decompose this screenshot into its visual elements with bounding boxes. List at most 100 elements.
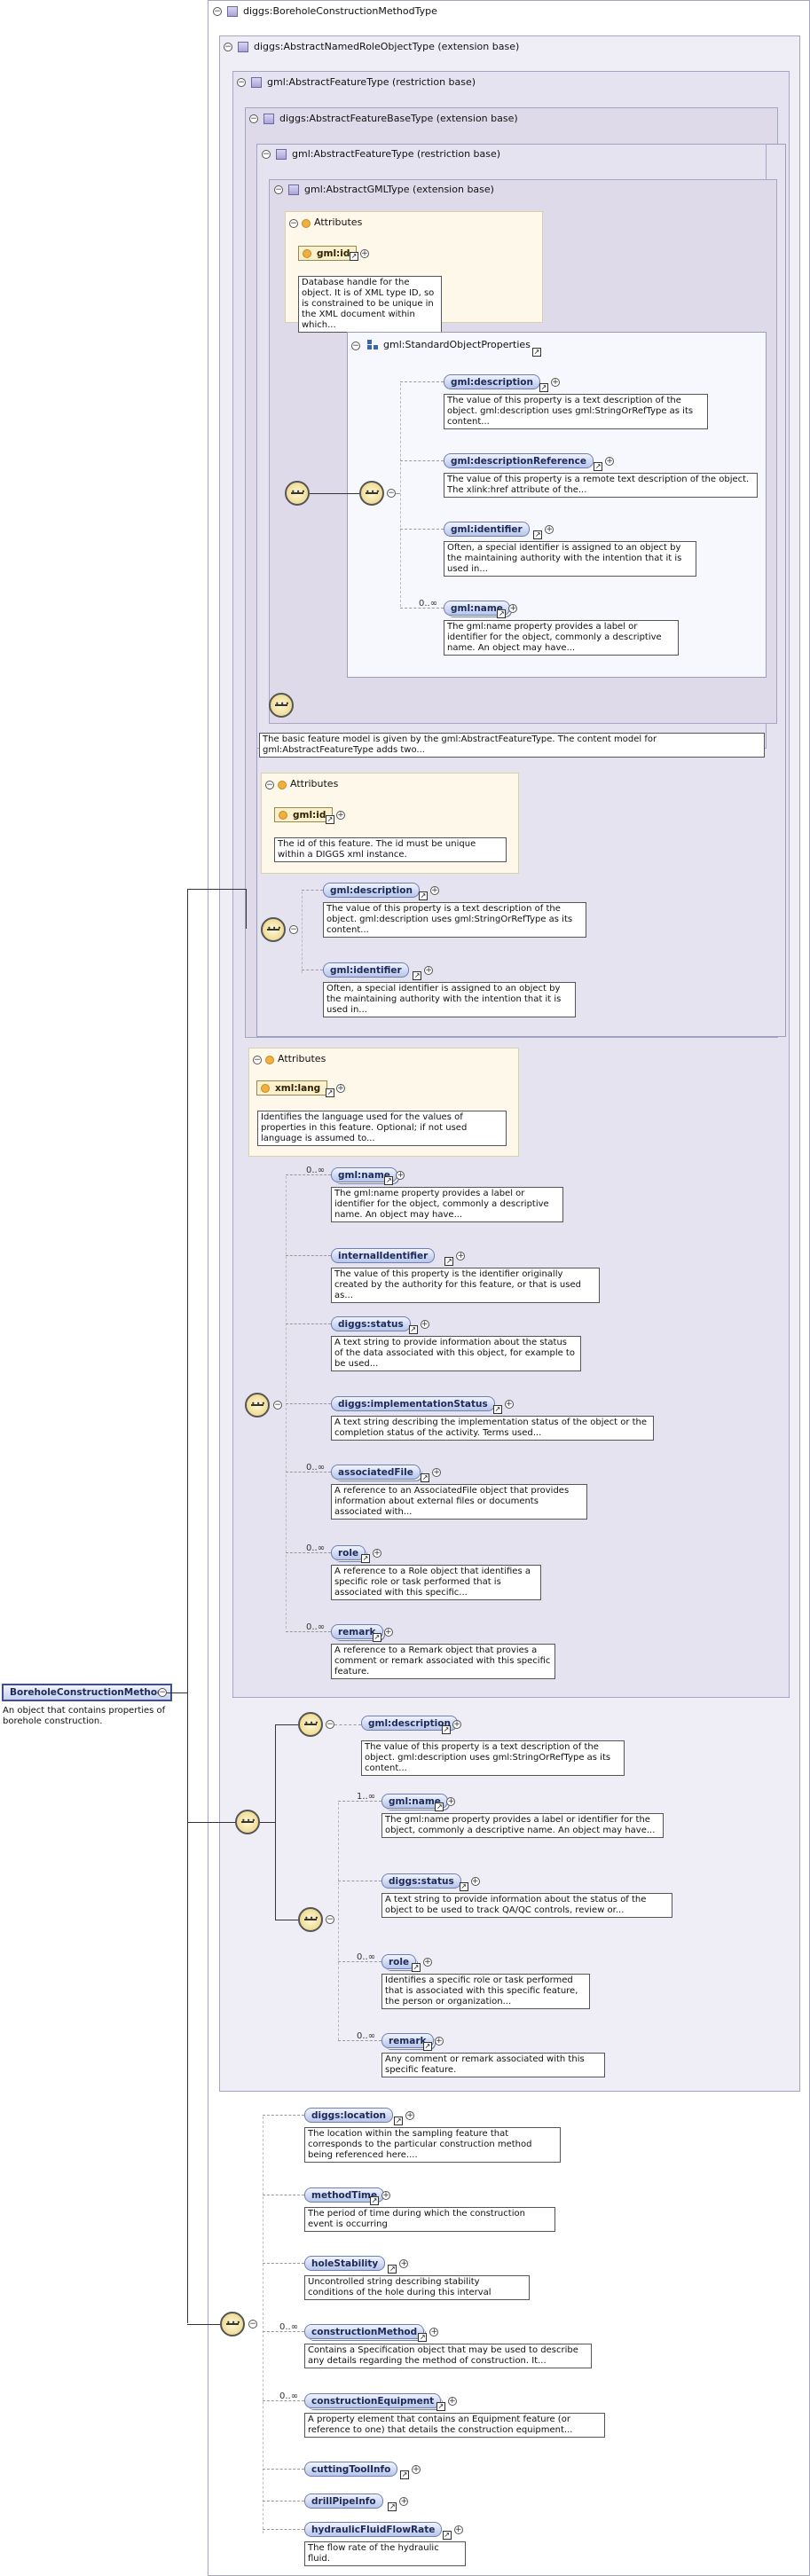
schema-element[interactable]: gml:identifier bbox=[323, 962, 409, 978]
link-icon[interactable]: ↗ bbox=[361, 1554, 370, 1563]
link-icon[interactable]: ↗ bbox=[326, 815, 334, 824]
schema-element[interactable]: associatedFile bbox=[331, 1465, 421, 1480]
schema-element[interactable]: constructionMethod bbox=[304, 2324, 425, 2339]
link-icon[interactable]: ↗ bbox=[388, 2502, 397, 2511]
expand-toggle[interactable]: + bbox=[446, 1797, 456, 1806]
expand-toggle[interactable]: + bbox=[605, 457, 615, 466]
expand-toggle[interactable]: + bbox=[412, 2465, 421, 2474]
schema-element[interactable]: remark bbox=[331, 1624, 383, 1639]
expand-toggle[interactable]: + bbox=[336, 811, 345, 820]
link-icon[interactable]: ↗ bbox=[533, 530, 543, 539]
sequence-toggle[interactable]: − bbox=[289, 925, 298, 934]
schema-element[interactable]: diggs:status bbox=[381, 1873, 461, 1889]
expand-toggle[interactable]: + bbox=[399, 2259, 409, 2268]
schema-element[interactable]: gml:description bbox=[444, 374, 540, 389]
named-role-toggle[interactable]: − bbox=[224, 43, 232, 51]
expand-toggle[interactable]: + bbox=[336, 1084, 345, 1093]
gml-type-toggle[interactable]: − bbox=[274, 185, 283, 194]
expand-toggle[interactable]: + bbox=[453, 2525, 463, 2534]
schema-element[interactable]: drillPipeInfo bbox=[304, 2494, 383, 2509]
expand-toggle[interactable]: + bbox=[434, 2037, 444, 2046]
schema-element[interactable]: role bbox=[331, 1545, 366, 1560]
schema-element[interactable]: constructionEquipment bbox=[304, 2393, 442, 2408]
link-icon[interactable]: ↗ bbox=[492, 1405, 502, 1414]
link-icon[interactable]: ↗ bbox=[413, 971, 422, 980]
schema-element[interactable]: gml:name bbox=[331, 1167, 397, 1182]
expand-toggle[interactable]: + bbox=[424, 966, 434, 975]
sequence-toggle[interactable]: − bbox=[387, 489, 396, 498]
link-icon[interactable]: ↗ bbox=[594, 462, 603, 471]
expand-toggle[interactable]: + bbox=[429, 2328, 439, 2336]
link-icon[interactable]: ↗ bbox=[384, 1176, 394, 1185]
expand-toggle[interactable]: + bbox=[447, 2397, 457, 2406]
expand-toggle[interactable]: + bbox=[504, 1400, 514, 1409]
schema-element[interactable]: role bbox=[381, 1954, 417, 1969]
feature-base-toggle[interactable]: − bbox=[249, 114, 258, 123]
attributes-toggle[interactable]: − bbox=[265, 781, 274, 789]
schema-element[interactable]: diggs:implementationStatus bbox=[331, 1396, 495, 1411]
expand-toggle[interactable]: + bbox=[508, 604, 518, 613]
link-icon[interactable]: ↗ bbox=[419, 891, 428, 900]
schema-element[interactable]: gml:identifier bbox=[444, 522, 530, 537]
expand-toggle[interactable]: + bbox=[545, 525, 554, 534]
root-element[interactable]: BoreholeConstructionMethod bbox=[2, 1684, 172, 1701]
link-icon[interactable]: ↗ bbox=[421, 1473, 430, 1482]
expand-toggle[interactable]: + bbox=[470, 1877, 480, 1886]
schema-element[interactable]: gml:name bbox=[444, 601, 510, 616]
expand-toggle[interactable]: + bbox=[383, 1628, 393, 1637]
link-icon[interactable]: ↗ bbox=[350, 252, 358, 261]
expand-toggle[interactable]: + bbox=[399, 2497, 409, 2506]
expand-toggle[interactable]: + bbox=[396, 1171, 405, 1180]
link-icon[interactable]: ↗ bbox=[435, 1802, 444, 1811]
link-icon[interactable]: ↗ bbox=[442, 1725, 451, 1734]
schema-element[interactable]: holeStability bbox=[304, 2256, 386, 2271]
gml-id-attribute[interactable]: gml:id bbox=[274, 807, 334, 822]
link-icon[interactable]: ↗ bbox=[532, 348, 541, 357]
expand-toggle[interactable]: + bbox=[423, 1958, 432, 1967]
link-icon[interactable]: ↗ bbox=[388, 2265, 397, 2274]
sequence-toggle[interactable]: − bbox=[326, 1720, 334, 1729]
schema-element[interactable]: diggs:location bbox=[304, 2108, 394, 2123]
link-icon[interactable]: ↗ bbox=[412, 1963, 421, 1972]
expand-toggle[interactable]: + bbox=[452, 1720, 461, 1729]
expand-toggle[interactable]: + bbox=[405, 2111, 415, 2120]
link-icon[interactable]: ↗ bbox=[372, 1633, 381, 1642]
sequence-toggle[interactable]: − bbox=[248, 2320, 257, 2329]
schema-element[interactable]: methodTime bbox=[304, 2187, 385, 2203]
schema-element[interactable]: internalIdentifier bbox=[331, 1248, 436, 1263]
schema-element[interactable]: gml:name bbox=[381, 1794, 448, 1809]
type-collapse-toggle[interactable]: − bbox=[213, 7, 222, 16]
xml-lang-attribute[interactable]: xml:lang bbox=[256, 1080, 328, 1096]
attributes-toggle[interactable]: − bbox=[289, 219, 298, 228]
link-icon[interactable]: ↗ bbox=[459, 1882, 468, 1891]
schema-element[interactable]: gml:descriptionReference bbox=[444, 453, 594, 468]
named-role-description-element[interactable]: gml:description bbox=[361, 1716, 458, 1731]
link-icon[interactable]: ↗ bbox=[442, 2531, 452, 2540]
expand-toggle[interactable]: + bbox=[456, 1252, 466, 1261]
expand-toggle[interactable]: + bbox=[381, 2191, 390, 2200]
link-icon[interactable]: ↗ bbox=[326, 1088, 334, 1097]
sequence-toggle[interactable]: − bbox=[273, 1401, 282, 1410]
attributes-toggle[interactable]: − bbox=[253, 1056, 262, 1064]
root-collapse-toggle[interactable]: − bbox=[158, 1688, 167, 1697]
expand-toggle[interactable]: + bbox=[373, 1549, 381, 1558]
link-icon[interactable]: ↗ bbox=[418, 2333, 428, 2342]
link-icon[interactable]: ↗ bbox=[408, 1325, 418, 1334]
schema-element[interactable]: cuttingToolInfo bbox=[304, 2462, 398, 2477]
link-icon[interactable]: ↗ bbox=[444, 1257, 454, 1266]
schema-element[interactable]: remark bbox=[381, 2033, 434, 2048]
link-icon[interactable]: ↗ bbox=[400, 2470, 409, 2479]
gml-feature-toggle[interactable]: − bbox=[262, 150, 271, 159]
expand-toggle[interactable]: + bbox=[551, 378, 560, 387]
expand-toggle[interactable]: + bbox=[420, 1320, 429, 1329]
link-icon[interactable]: ↗ bbox=[497, 609, 507, 618]
link-icon[interactable]: ↗ bbox=[436, 2402, 445, 2411]
link-icon[interactable]: ↗ bbox=[539, 383, 548, 392]
schema-element[interactable]: hydraulicFluidFlowRate bbox=[304, 2522, 443, 2537]
choice-toggle[interactable]: − bbox=[326, 1915, 334, 1924]
feature-restriction-toggle[interactable]: − bbox=[237, 78, 246, 87]
expand-toggle[interactable]: + bbox=[360, 249, 369, 258]
gml-id-attribute[interactable]: gml:id bbox=[298, 246, 358, 261]
link-icon[interactable]: ↗ bbox=[422, 2042, 432, 2051]
expand-toggle[interactable]: + bbox=[432, 1468, 442, 1477]
